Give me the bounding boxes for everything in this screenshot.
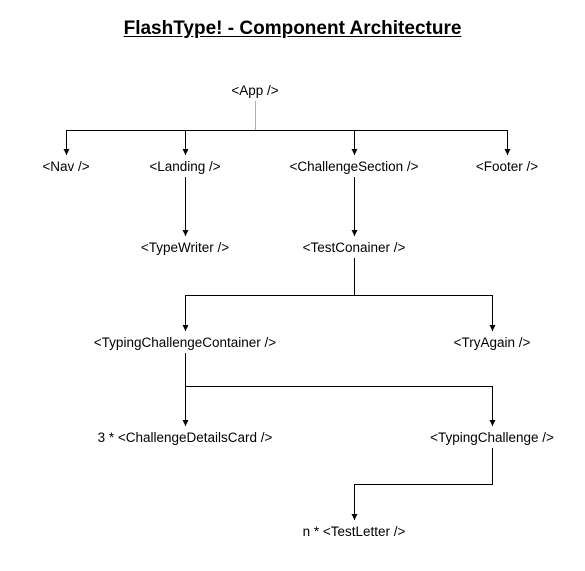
arrow-typing-challenge-to-test-letter xyxy=(351,448,493,520)
node-challenge-details-card: 3 * <ChallengeDetailsCard /> xyxy=(98,430,273,445)
node-landing: <Landing /> xyxy=(149,159,220,174)
connector-lines xyxy=(63,101,511,520)
node-test-container: <TestConainer /> xyxy=(303,240,406,255)
diagram-title: FlashType! - Component Architecture xyxy=(123,18,462,39)
node-challenge-section: <ChallengeSection /> xyxy=(289,159,418,174)
node-typing-challenge: <TypingChallenge /> xyxy=(430,430,554,445)
node-typewriter: <TypeWriter /> xyxy=(141,240,229,255)
node-try-again: <TryAgain /> xyxy=(454,335,531,350)
node-footer: <Footer /> xyxy=(476,159,538,174)
component-nodes: <App /> <Nav /> <Landing /> <ChallengeSe… xyxy=(42,83,554,539)
node-typing-challenge-container: <TypingChallengeContainer /> xyxy=(94,335,276,350)
node-test-letter: n * <TestLetter /> xyxy=(303,524,406,539)
node-nav: <Nav /> xyxy=(42,159,89,174)
node-app: <App /> xyxy=(231,83,278,98)
